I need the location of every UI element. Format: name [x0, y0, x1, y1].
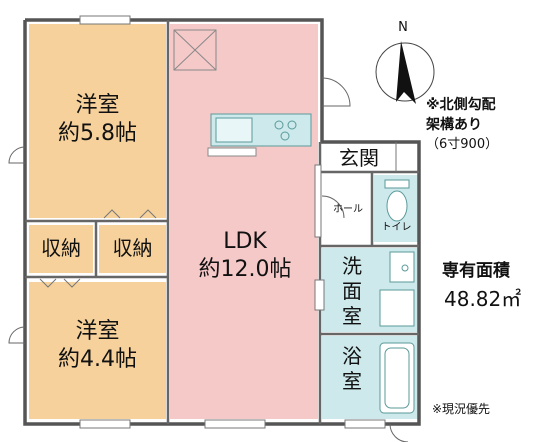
washroom-label: 洗 面 室	[326, 254, 378, 329]
hall-label: ホール	[333, 204, 363, 215]
storage-1-area	[29, 225, 93, 273]
roof-note-line-2: 架構あり	[426, 117, 482, 134]
ldk-label: LDK 約12.0帖	[172, 228, 318, 283]
sliding-door	[314, 164, 322, 238]
bathtub	[379, 342, 415, 414]
washroom-char-1: 洗	[342, 254, 362, 278]
bathroom-char-2: 室	[342, 369, 362, 393]
skylight	[173, 29, 217, 71]
washroom-char-3: 室	[342, 304, 362, 328]
western-room-1-name: 洋室	[75, 93, 120, 118]
compass-label: N	[398, 20, 408, 35]
storage-2-area	[99, 225, 166, 273]
doors	[8, 77, 409, 442]
ldk-size: 約12.0帖	[198, 256, 292, 282]
western-room-2-size: 約4.4帖	[58, 346, 137, 372]
ldk-area	[170, 24, 318, 419]
windows	[79, 15, 386, 429]
area-value: 48.82㎡	[444, 287, 522, 311]
western-room-1-area	[29, 24, 166, 218]
area-title: 専有面積	[442, 261, 510, 281]
kitchen-counter	[207, 113, 312, 157]
washbasin	[379, 251, 415, 327]
western-room-2-label: 洋室 約4.4帖	[29, 318, 166, 373]
compass-icon	[375, 41, 435, 104]
entrance-label: 玄関	[339, 146, 379, 170]
walls	[23, 18, 421, 426]
roof-note-line-1: ※北側勾配	[426, 97, 496, 113]
bathroom-char-1: 浴	[342, 344, 362, 368]
footnote: ※現況優先	[432, 402, 491, 416]
washroom-char-2: 面	[342, 279, 362, 303]
closet-doors	[39, 209, 157, 288]
western-room-1-label: 洋室 約5.8帖	[29, 92, 166, 147]
western-room-2-area	[29, 282, 166, 419]
western-room-2-name: 洋室	[75, 319, 120, 344]
bathroom-label: 浴 室	[326, 344, 378, 394]
ldk-name: LDK	[223, 229, 267, 254]
roof-note: ※北側勾配 架構あり （6寸900）	[426, 95, 540, 154]
toilet-fixture	[384, 179, 410, 222]
toilet-label: トイレ	[381, 222, 412, 233]
storage-1-label: 収納	[41, 236, 81, 260]
storage-2-label: 収納	[112, 236, 153, 260]
western-room-1-size: 約5.8帖	[58, 120, 137, 146]
roof-note-line-3: （6寸900）	[426, 136, 499, 152]
